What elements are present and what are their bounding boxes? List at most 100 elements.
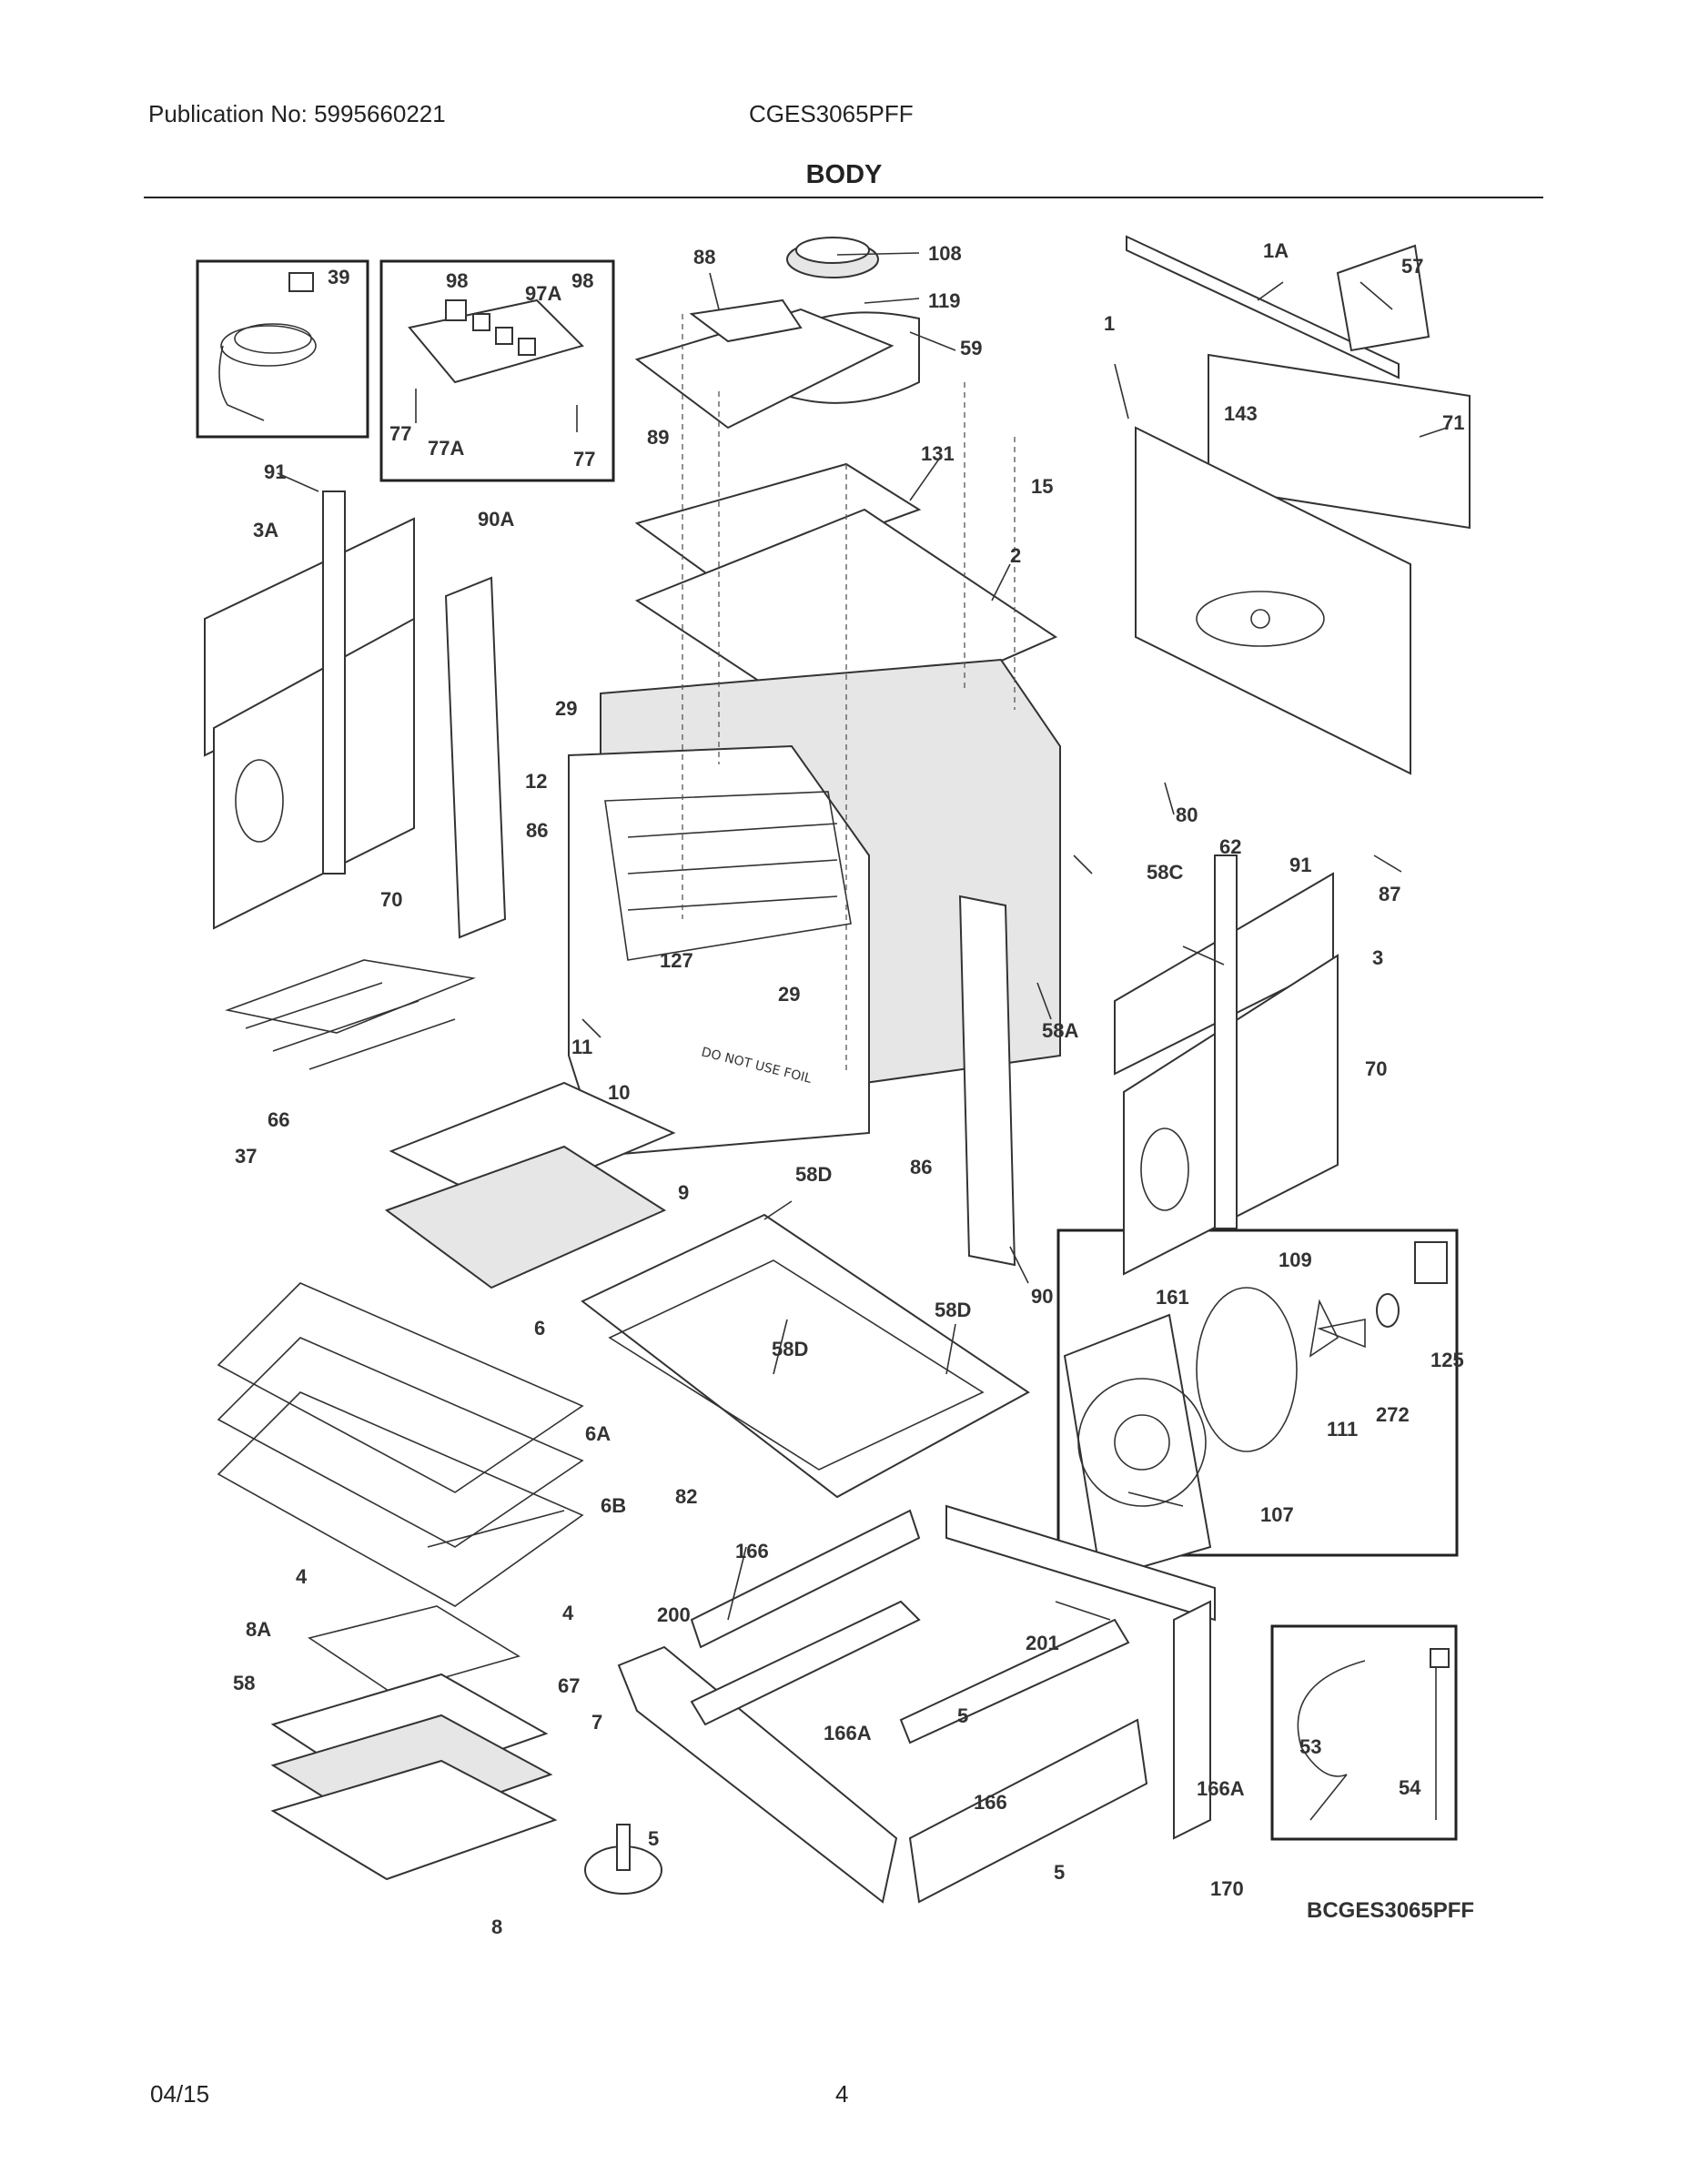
callout-label: 143 <box>1224 402 1258 425</box>
callout-label: 1 <box>1104 312 1115 335</box>
callout-label: 58D <box>772 1338 808 1360</box>
callout-label: 58C <box>1147 861 1183 884</box>
page-number: 4 <box>835 2080 849 2108</box>
leader-lines <box>277 252 1448 1621</box>
temperature-sensor-part <box>1297 1648 1450 1821</box>
broil-element-and-pan <box>225 959 676 1289</box>
callout-label: 10 <box>608 1081 630 1104</box>
callout-label: 119 <box>928 289 961 312</box>
callout-label: 166A <box>1197 1777 1245 1800</box>
callout-label: 9 <box>678 1181 689 1204</box>
callout-label: 127 <box>660 949 693 972</box>
callout-label: 8A <box>246 1618 271 1641</box>
control-board-part <box>408 298 584 432</box>
callout-label: 5 <box>1054 1861 1065 1884</box>
callout-label: 29 <box>778 983 800 1006</box>
callout-label: 170 <box>1210 1877 1244 1900</box>
upper-fan-assembly <box>634 237 920 430</box>
callout-label: 12 <box>525 770 547 793</box>
convection-fan-parts <box>1063 1241 1448 1581</box>
header-rule <box>144 197 1543 198</box>
callout-label: 91 <box>264 460 286 483</box>
power-cord-part <box>218 272 317 421</box>
callout-label: 166 <box>974 1791 1007 1814</box>
callout-label: 200 <box>657 1603 691 1626</box>
callout-label: 90A <box>478 508 514 531</box>
callout-label: 4 <box>296 1565 308 1588</box>
callout-label: 82 <box>675 1485 697 1508</box>
callout-label: 166 <box>735 1540 769 1562</box>
inset-box-convection-fan <box>1056 1228 1459 1557</box>
callout-label: 5 <box>957 1704 968 1727</box>
callout-label: 201 <box>1026 1632 1059 1654</box>
callout-label: 57 <box>1401 255 1423 278</box>
callout-label: 4 <box>562 1602 574 1624</box>
callout-label: 58 <box>233 1672 255 1694</box>
callout-label: 37 <box>235 1145 257 1168</box>
callout-label: 97A <box>525 282 561 305</box>
callout-label: 29 <box>555 697 577 720</box>
callout-label: 108 <box>928 242 962 265</box>
callout-label: 80 <box>1176 804 1198 826</box>
base-frame-assembly <box>584 1504 1216 1904</box>
callout-label: 62 <box>1219 835 1241 858</box>
callout-label: 161 <box>1156 1286 1189 1309</box>
callout-label: 98 <box>571 269 593 292</box>
callout-label: 272 <box>1376 1403 1410 1426</box>
callout-label: 90 <box>1031 1285 1053 1308</box>
rear-panels <box>1126 235 1471 775</box>
callout-label: 11 <box>571 1036 592 1058</box>
callout-label: 70 <box>1365 1057 1387 1080</box>
callout-label: 59 <box>960 337 982 359</box>
callout-label: 87 <box>1379 883 1400 905</box>
callout-label: 91 <box>1289 854 1311 876</box>
lower-frame-and-insulation <box>581 1213 1030 1499</box>
callout-label: 5 <box>648 1827 659 1850</box>
callout-label: 125 <box>1430 1349 1464 1371</box>
callout-label: 2 <box>1010 544 1021 567</box>
bake-element-stack <box>270 1605 558 1881</box>
callout-label: 6A <box>585 1422 611 1445</box>
inset-box-sensor <box>1270 1624 1458 1841</box>
callout-label: 1A <box>1263 239 1289 262</box>
oven-racks <box>217 1282 584 1607</box>
callout-label: 166A <box>824 1722 872 1744</box>
diagram-reference-code: BCGES3065PFF <box>1307 1898 1474 1923</box>
callout-label: 70 <box>380 888 402 911</box>
page-title: BODY <box>805 160 883 189</box>
left-side-panels <box>204 490 507 939</box>
inset-box-control-board <box>379 259 615 482</box>
callout-label: 8 <box>491 1916 502 1938</box>
callout-label: 109 <box>1279 1249 1312 1271</box>
publication-number: Publication No: 5995660221 <box>148 100 446 127</box>
inset-box-power-cord <box>196 259 369 439</box>
callout-label: 86 <box>910 1156 932 1178</box>
callout-label: 15 <box>1031 475 1053 498</box>
callout-label: 7 <box>591 1711 602 1734</box>
callout-label: 58D <box>795 1163 832 1186</box>
callout-label: 88 <box>693 246 715 268</box>
footer-date: 04/15 <box>150 2080 210 2108</box>
callout-label: 107 <box>1260 1503 1294 1526</box>
callout-label: 67 <box>558 1674 580 1697</box>
callout-label: 77A <box>428 437 464 460</box>
callout-label: 3A <box>253 519 278 541</box>
callout-label: 3 <box>1372 946 1383 969</box>
callout-label: 98 <box>446 269 468 292</box>
callout-label: 6B <box>601 1494 626 1517</box>
callout-label: 54 <box>1399 1776 1421 1799</box>
callout-label: 86 <box>526 819 548 842</box>
callout-label: 77 <box>389 422 411 445</box>
callout-label: 66 <box>268 1108 289 1131</box>
callout-label: 6 <box>534 1317 545 1340</box>
callout-label: 58D <box>935 1299 971 1321</box>
right-side-panels <box>958 854 1339 1276</box>
callout-label: 71 <box>1442 411 1464 434</box>
callout-label: 131 <box>921 442 955 465</box>
callout-label: 53 <box>1299 1735 1321 1758</box>
model-number: CGES3065PFF <box>749 100 914 127</box>
callout-label: 77 <box>573 448 595 470</box>
callout-label: 111 <box>1327 1418 1358 1441</box>
callout-label: 39 <box>328 266 349 288</box>
